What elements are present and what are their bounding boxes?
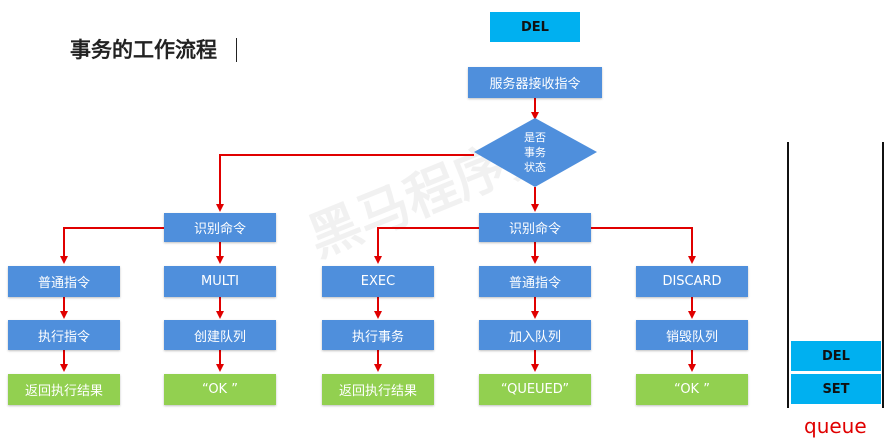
server-receive-box: 服务器接收指令 [468,67,602,98]
col2-cmd-box: MULTI [164,266,276,297]
arrow-identify-right-to-col5 [590,227,696,264]
arrow-decision-to-identify-left [216,154,474,212]
col3-cmd-box: EXEC [322,266,434,297]
decision-line-3: 状态 [524,161,546,174]
decision-line-1: 是否 [524,131,546,144]
col4-result-box: “QUEUED” [479,374,591,405]
decision-line-2: 事务 [524,146,546,159]
queue-label: queue [804,414,867,438]
queue-item-del: DEL [791,341,881,371]
text-cursor [236,38,237,62]
page-title: 事务的工作流程 [70,38,217,62]
col2-result-box: “OK ” [164,374,276,405]
col5-cmd-box: DISCARD [636,266,748,297]
col5-result-box: “OK ” [636,374,748,405]
top-command-del: DEL [490,12,580,42]
col3-action-box: 执行事务 [322,320,434,350]
col1-action-box: 执行指令 [8,320,120,350]
col1-cmd-box: 普通指令 [8,266,120,297]
col5-action-box: 销毁队列 [636,320,748,350]
arrow-identify-right-to-col3 [374,227,479,264]
arrow-identify-left-to-col1 [60,227,164,264]
queue-item-set: SET [791,374,881,404]
col2-action-box: 创建队列 [164,320,276,350]
decision-diamond [474,118,597,187]
col4-cmd-box: 普通指令 [479,266,591,297]
decision-label: 是否 事务 状态 [505,130,565,175]
identify-left-box: 识别命令 [164,213,276,242]
col1-result-box: 返回执行结果 [8,374,120,405]
col3-result-box: 返回执行结果 [322,374,434,405]
identify-right-box: 识别命令 [479,213,591,242]
col4-action-box: 加入队列 [479,320,591,350]
